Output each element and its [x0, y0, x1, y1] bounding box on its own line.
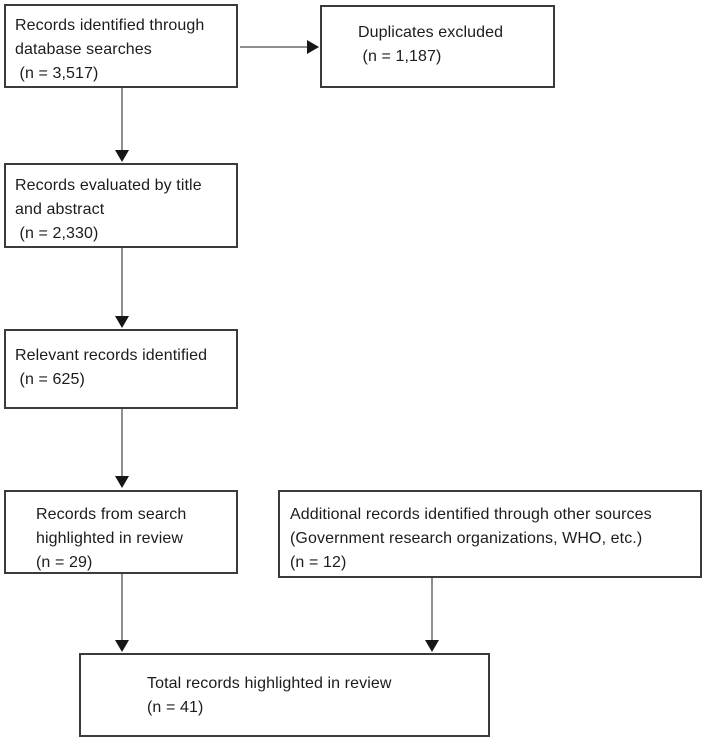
arrow-shaft	[121, 248, 123, 317]
box-records-identified: Records identified through database sear…	[4, 4, 238, 88]
box-records-evaluated-text: Records evaluated by title and abstract …	[15, 177, 202, 242]
arrow-shaft	[121, 88, 123, 151]
arrowhead-down-icon	[425, 640, 439, 652]
arrowhead-down-icon	[115, 316, 129, 328]
arrow-shaft	[240, 46, 308, 48]
box-relevant-records-text: Relevant records identified (n = 625)	[15, 347, 208, 388]
box-total-records-text: Total records highlighted in review (n =…	[147, 675, 392, 716]
box-records-evaluated: Records evaluated by title and abstract …	[4, 163, 238, 248]
box-records-identified-text: Records identified through database sear…	[15, 17, 205, 82]
arrowhead-down-icon	[115, 476, 129, 488]
arrow-shaft	[121, 409, 123, 477]
box-records-from-search: Records from search highlighted in revie…	[4, 490, 238, 574]
box-records-from-search-text: Records from search highlighted in revie…	[36, 506, 187, 571]
box-total-records: Total records highlighted in review (n =…	[79, 653, 490, 737]
box-additional-records-text: Additional records identified through ot…	[290, 506, 652, 571]
arrowhead-right-icon	[307, 40, 319, 54]
box-additional-records: Additional records identified through ot…	[278, 490, 702, 578]
box-duplicates-excluded-text: Duplicates excluded (n = 1,187)	[358, 24, 504, 65]
arrow-shaft	[121, 574, 123, 641]
arrowhead-down-icon	[115, 640, 129, 652]
arrow-shaft	[431, 578, 433, 641]
box-relevant-records: Relevant records identified (n = 625)	[4, 329, 238, 409]
arrowhead-down-icon	[115, 150, 129, 162]
box-duplicates-excluded: Duplicates excluded (n = 1,187)	[320, 5, 555, 88]
